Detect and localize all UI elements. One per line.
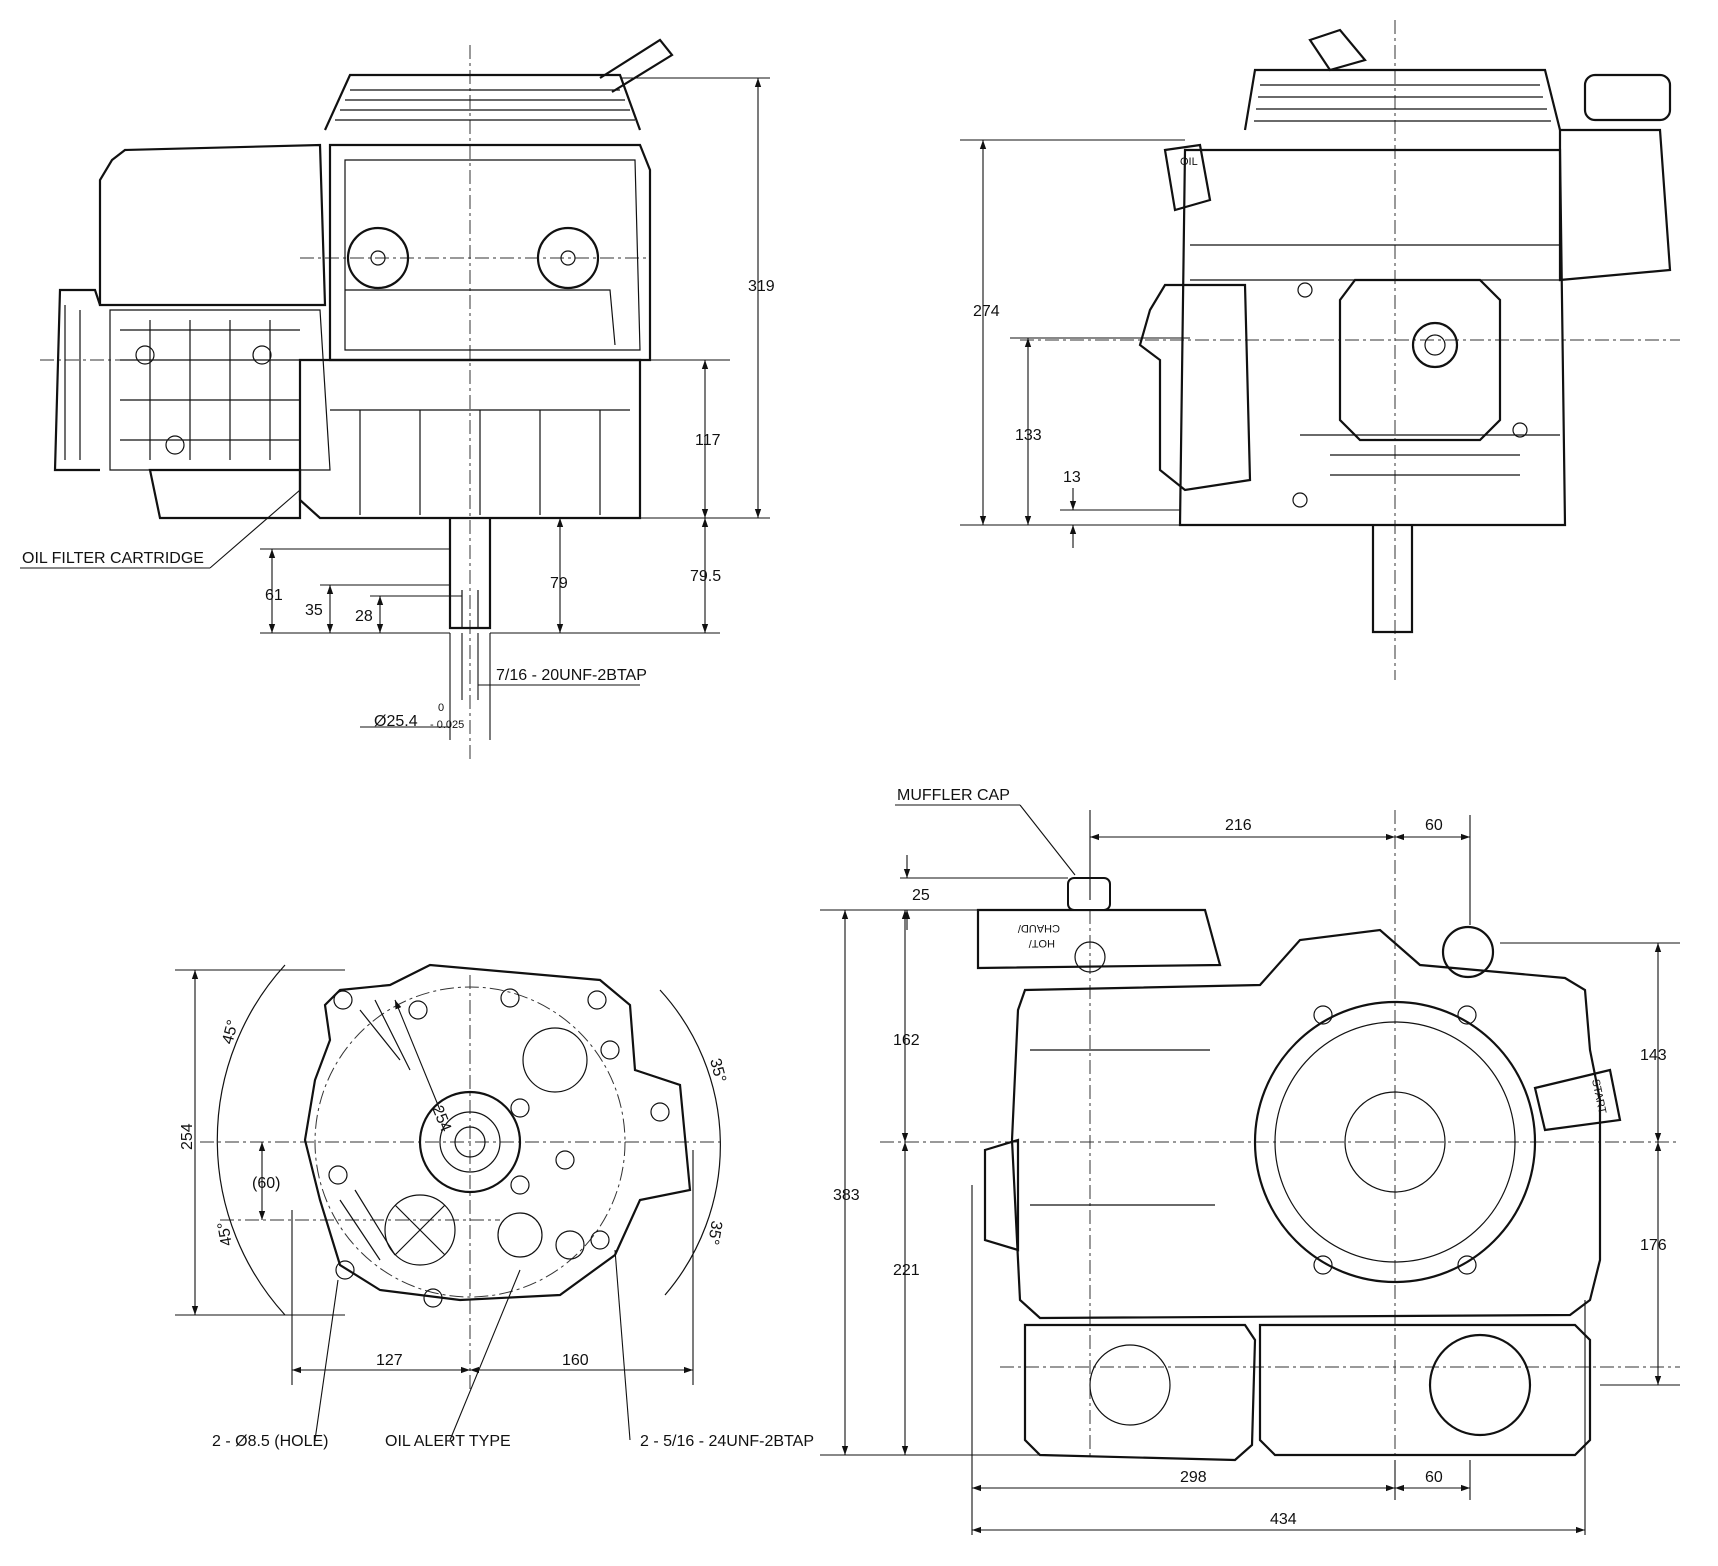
oil-filter-label: OIL FILTER CARTRIDGE: [22, 550, 204, 567]
dim-143: 143: [1640, 1047, 1667, 1064]
dim-79: 79: [550, 575, 568, 592]
muffler-cap-label: MUFFLER CAP: [897, 787, 1010, 804]
angle-35-bottom: 35°: [704, 1219, 725, 1246]
dim-274: 274: [973, 303, 1000, 320]
dim-133: 133: [1015, 427, 1042, 444]
oil-cap-label: OIL: [1180, 156, 1198, 168]
dim-254-height: 254: [179, 1123, 196, 1150]
hot-label: HOT/: [1028, 937, 1055, 949]
dim-60-bottom: 60: [1425, 1469, 1443, 1486]
angle-45-top: 45°: [219, 1018, 242, 1046]
tap-base-label: 2 - 5/16 - 24UNF-2BTAP: [640, 1433, 814, 1450]
chaud-label: CHAUD/: [1017, 922, 1060, 934]
dim-319: 319: [748, 278, 775, 295]
dim-28: 28: [355, 608, 373, 625]
dim-254-radius: 254: [428, 1103, 454, 1134]
holes-label: 2 - Ø8.5 (HOLE): [212, 1433, 328, 1450]
side-view: OIL 274 133 13: [960, 20, 1680, 680]
start-label: START: [1589, 1078, 1608, 1115]
dim-35: 35: [305, 602, 323, 619]
oil-alert-label: OIL ALERT TYPE: [385, 1433, 511, 1450]
dim-176: 176: [1640, 1237, 1667, 1254]
dim-160: 160: [562, 1352, 589, 1369]
top-view: HOT/ CHAUD/ START 216 60 25: [820, 787, 1680, 1535]
dim-117: 117: [695, 432, 721, 449]
angle-35-top: 35°: [706, 1057, 729, 1085]
dim-162: 162: [893, 1032, 920, 1049]
bottom-view: 254 254 (60) 45° 45° 35° 35° 127 160 2 -…: [175, 963, 814, 1450]
dim-127: 127: [376, 1352, 403, 1369]
dim-61: 61: [265, 587, 283, 604]
dim-216: 216: [1225, 817, 1252, 834]
dim-434: 434: [1270, 1511, 1297, 1528]
dim-298: 298: [1180, 1469, 1207, 1486]
tolerance-upper: 0: [438, 702, 444, 714]
dim-60-ref: (60): [252, 1175, 280, 1192]
tap-output-label: 7/16 - 20UNF-2BTAP: [496, 667, 647, 684]
angle-45-bottom: 45°: [215, 1220, 236, 1247]
dim-79-5: 79.5: [690, 568, 721, 585]
front-view: 319 117 79.5 79 61 35 28 7/16 - 20UNF-2B…: [20, 38, 775, 760]
dim-60-top: 60: [1425, 817, 1443, 834]
tolerance-lower: - 0.025: [430, 719, 464, 731]
dim-221: 221: [893, 1262, 920, 1279]
shaft-diameter-label: Ø25.4: [374, 713, 418, 730]
dim-383: 383: [833, 1187, 860, 1204]
dim-13: 13: [1063, 469, 1081, 486]
dim-25: 25: [912, 887, 930, 904]
